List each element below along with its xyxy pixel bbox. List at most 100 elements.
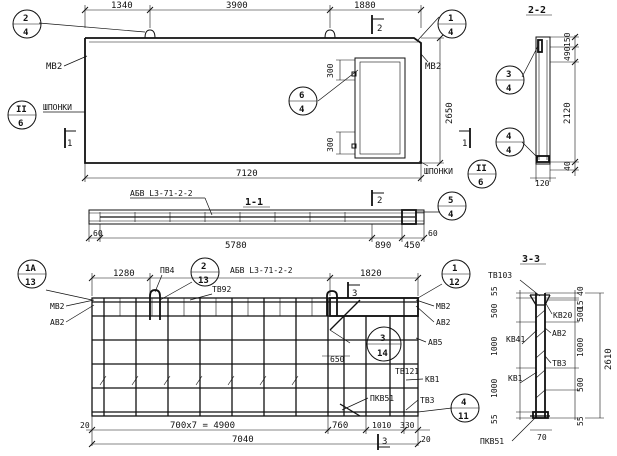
s11-dim-5780: 5780 <box>225 241 247 251</box>
s33-dim-r-15: 15 <box>576 300 585 310</box>
callout-c8-top: 2 <box>201 262 206 272</box>
callout-c12: 3 4 <box>495 65 525 95</box>
label-mv2-left: МВ2 <box>46 62 62 72</box>
s33-dim-r-55: 55 <box>576 416 585 426</box>
cage-label-av2-left: АВ2 <box>50 318 65 327</box>
section-2-2: 2-2 150 490 2120 40 120 <box>521 5 579 188</box>
callout-c10-top: 3 <box>380 334 385 344</box>
label-shponki-left: ШПОНКИ <box>43 103 72 112</box>
cage-dim-1820: 1820 <box>360 269 382 279</box>
callout-c12-bot: 4 <box>506 84 512 94</box>
callout-c4-bot: 4 <box>299 105 305 115</box>
cage-diagonal-bars <box>99 375 299 386</box>
s33-dim-l-55b: 55 <box>490 414 499 424</box>
cage-label-tv121: ТВ121 <box>395 367 419 376</box>
cage-label-tv3: ТВ3 <box>420 396 435 405</box>
cage-loop-right <box>326 290 338 316</box>
panel-dim-1340: 1340 <box>111 1 133 11</box>
callout-c1-top: 2 <box>23 14 28 24</box>
section-2-2-title: 2-2 <box>528 5 546 16</box>
cage-label-av2-right: АВ2 <box>436 318 451 327</box>
s33-dim-l-55a: 55 <box>490 286 499 296</box>
label-tv92: ТВ92 <box>212 285 231 294</box>
callout-c11: 4 11 <box>450 393 480 423</box>
s11-opening-block <box>401 209 417 225</box>
panel-opening <box>354 57 406 159</box>
callout-c2-bot: 4 <box>448 28 454 38</box>
s33-label-tv103: ТВ103 <box>488 271 512 280</box>
callout-c10: 3 14 <box>366 326 402 362</box>
panel-section-1-right: 1 <box>462 139 467 149</box>
cage-label-kv1: КВ1 <box>425 375 440 384</box>
callout-c13-bot: 4 <box>506 146 512 156</box>
callout-c11-bot: 11 <box>458 412 469 422</box>
cage-section-3-top: 3 <box>352 289 357 299</box>
s33-dim-70: 70 <box>537 433 547 442</box>
label-mv2-right: МВ2 <box>425 62 441 72</box>
callout-c3-top: II <box>16 105 27 115</box>
cage-dim-20-left: 20 <box>80 421 90 430</box>
callout-c1-bot: 4 <box>23 28 29 38</box>
callout-c9-bot: 12 <box>449 278 460 288</box>
cage-dim-760: 760 <box>332 421 348 431</box>
s22-dim-490: 490 <box>563 46 572 61</box>
cage-dim-1280: 1280 <box>113 269 135 279</box>
callout-c5-bot: 6 <box>478 178 483 188</box>
s33-dim-l-1000b: 1000 <box>490 379 499 398</box>
s33-links <box>535 309 546 399</box>
section-1-1: 1-1 АБВ L3-71-2-2 2 <box>85 189 440 251</box>
cage-vertical-bars <box>103 298 405 416</box>
callout-c13-top: 4 <box>506 132 512 142</box>
callout-c8-bot: 13 <box>198 276 209 286</box>
callout-c7: 1А 13 <box>17 259 47 289</box>
panel-dim-7120: 7120 <box>236 169 258 179</box>
panel-dim-2650: 2650 <box>445 102 455 124</box>
s22-dim-150: 150 <box>563 32 572 47</box>
label-pv4: ПВ4 <box>160 266 175 275</box>
callout-c8: 2 13 <box>190 257 220 287</box>
cage-label-mv2-right: МВ2 <box>436 302 451 311</box>
callout-c3: II 6 <box>7 100 37 130</box>
s33-dim-l-500: 500 <box>490 303 499 318</box>
panel-dim-1880: 1880 <box>354 1 376 11</box>
s11-dim-450: 450 <box>404 241 420 251</box>
cage-section-3-bottom: 3 <box>382 437 387 447</box>
s11-dim-60b: 60 <box>428 229 438 238</box>
cage-top-stubs <box>119 298 313 316</box>
callout-c3-bot: 6 <box>18 119 23 129</box>
callout-c5: II 6 <box>467 159 497 189</box>
s22-dim-40: 40 <box>563 161 572 171</box>
callout-c5-top: II <box>476 164 487 174</box>
cage-dim-1010: 1010 <box>372 421 391 430</box>
section-3-3-title: 3-3 <box>522 254 540 265</box>
panel-section-2-mark: 2 <box>377 24 382 34</box>
s33-label-tv3: ТВ3 <box>552 359 567 368</box>
s33-dim-r-500a: 500 <box>576 307 585 322</box>
s11-dim-60a: 60 <box>93 229 103 238</box>
cage-dim-330: 330 <box>400 421 415 430</box>
panel-dim-3900: 3900 <box>226 1 248 11</box>
lifting-loop-left <box>144 29 156 39</box>
callout-c10-bot: 14 <box>377 349 388 359</box>
cage-label-mv2-left: МВ2 <box>50 302 65 311</box>
rebar-cage: 1280 1820 АБВ L3-71-2-2 ПВ4 ТВ92 3 <box>45 266 453 450</box>
callout-c9-top: 1 <box>452 264 457 274</box>
panel-section-1-left: 1 <box>67 139 72 149</box>
callout-c6: 5 4 <box>437 191 467 221</box>
cage-label-pkv51: ПКВ51 <box>370 394 394 403</box>
open-dim-300-top: 300 <box>326 63 335 78</box>
s11-dim-890: 890 <box>375 241 391 251</box>
s33-label-kv20: КВ20 <box>553 311 572 320</box>
panel-elevation: 1340 3900 1880 2 300 300 2650 <box>38 1 471 182</box>
s22-dim-2120: 2120 <box>563 102 573 124</box>
callout-c7-top: 1А <box>25 264 36 274</box>
section-1-1-title: 1-1 <box>245 197 263 208</box>
s22-dim-120: 120 <box>535 179 550 188</box>
s33-dim-r-1000: 1000 <box>576 338 585 357</box>
callout-c6-top: 5 <box>448 196 453 206</box>
s33-dim-r-40: 40 <box>576 286 585 296</box>
lifting-loop-right <box>324 29 336 39</box>
callout-c1: 2 4 <box>12 9 42 39</box>
open-dim-300-bottom: 300 <box>326 137 335 152</box>
